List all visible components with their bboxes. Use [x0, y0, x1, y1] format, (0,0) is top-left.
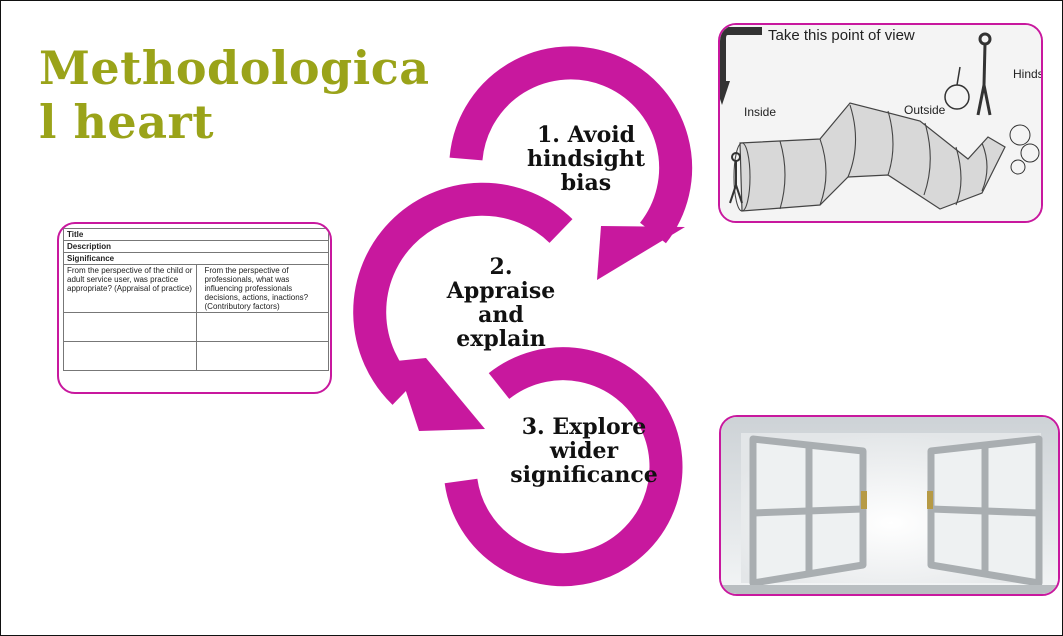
arrowhead-2 — [396, 358, 485, 431]
tunnel-sketch-illustration — [720, 25, 1041, 221]
template-form-image: Title Description Significance From the … — [57, 222, 332, 394]
curved-arrow-icon — [720, 27, 762, 83]
standing-figure-icon — [976, 32, 992, 116]
window-left-sash — [749, 435, 867, 587]
template-blank-cell — [63, 312, 197, 342]
title-line-2: l heart — [39, 95, 214, 149]
step-2-line-1: 2. — [489, 254, 513, 280]
sketch-caption: Take this point of view — [768, 27, 915, 44]
step-3-line-1: 3. Explore — [521, 414, 647, 440]
template-row-description: Description — [63, 240, 329, 253]
point-of-view-sketch: Take this point of view Inside Outside H… — [718, 23, 1043, 223]
template-blank-cell — [195, 312, 329, 342]
step-2-line-2: Appraise — [446, 278, 556, 304]
step-1-line-3: bias — [560, 170, 612, 196]
figure-icon — [729, 152, 743, 204]
arc-3 — [444, 347, 683, 587]
template-row-significance: Significance — [63, 252, 329, 265]
step-2-line-3: and — [478, 302, 524, 328]
sketch-label-inside: Inside — [744, 105, 777, 119]
step-2-label: 2. Appraise and explain — [421, 255, 581, 351]
sketch-label-hindsight: Hinds — [1013, 67, 1043, 81]
sketch-label-outside: Outside — [904, 103, 946, 117]
scribble-icon — [1009, 124, 1040, 175]
arrowhead-1 — [597, 226, 685, 280]
slide-title: Methodologica l heart — [39, 41, 430, 149]
window-handle-left — [861, 491, 867, 509]
window-right-sash — [927, 435, 1043, 587]
open-window-illustration — [721, 417, 1058, 594]
template-row-title: Title — [63, 228, 329, 241]
open-window-image — [719, 415, 1060, 596]
tunnel-body — [739, 102, 1006, 212]
title-line-1: Methodologica — [39, 41, 430, 95]
template-col-contributory: From the perspective of professionals, w… — [195, 264, 329, 313]
step-1-label: 1. Avoid hindsight bias — [501, 123, 671, 195]
step-3-line-2: wider — [549, 438, 619, 464]
window-handle-right — [927, 491, 933, 509]
step-1-line-2: hindsight — [526, 146, 645, 172]
bomb-icon — [944, 66, 970, 110]
template-table: Title Description Significance From the … — [63, 228, 329, 371]
step-1-line-1: 1. Avoid — [536, 122, 635, 148]
template-blank-cell — [195, 341, 329, 371]
arc-1 — [449, 46, 693, 244]
template-blank-cell — [63, 341, 197, 371]
template-col-appraisal: From the perspective of the child or adu… — [63, 264, 197, 313]
step-3-line-3: significance — [510, 462, 658, 488]
step-2-line-4: explain — [456, 326, 546, 352]
step-3-label: 3. Explore wider significance — [489, 415, 679, 487]
arc-2 — [353, 182, 573, 405]
